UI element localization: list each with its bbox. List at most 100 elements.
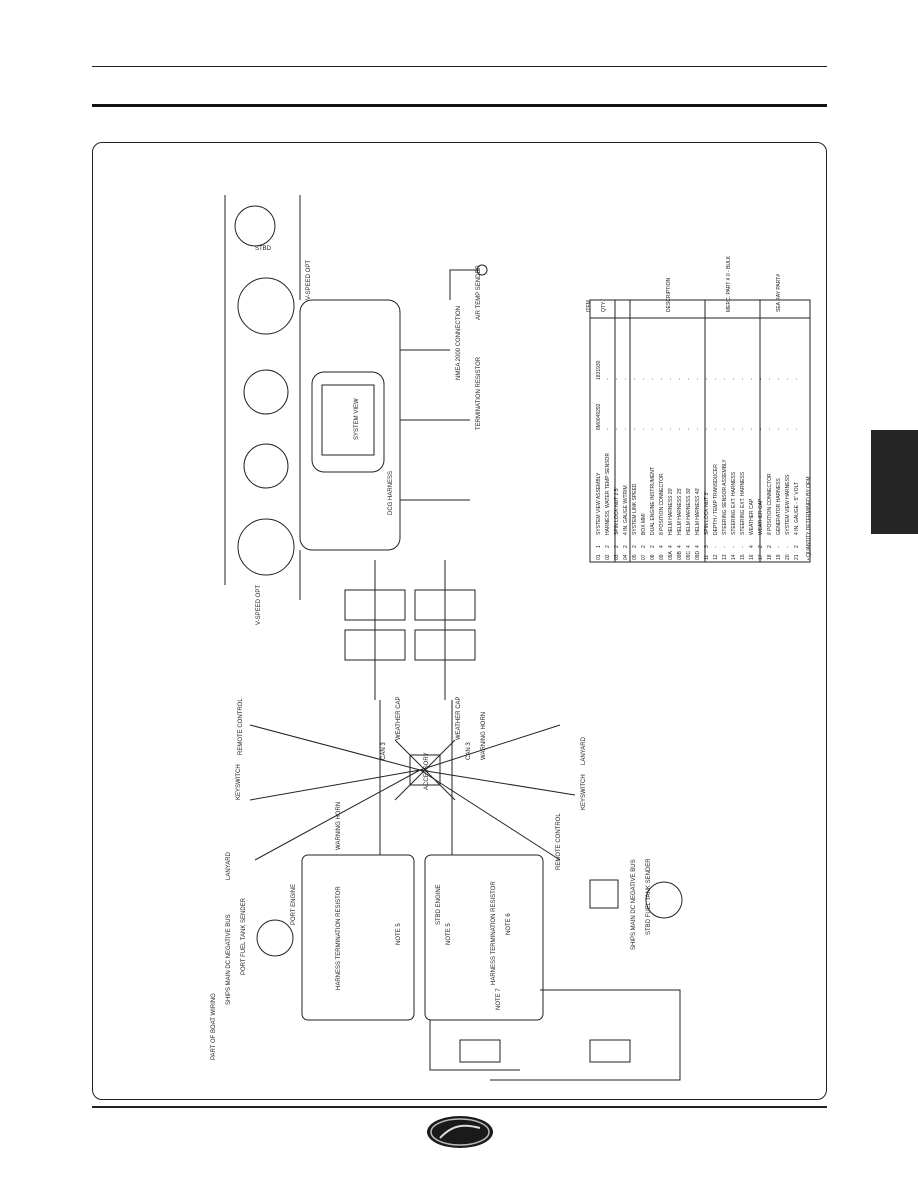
table-header: MERC. PART # 0 - BULK [726,255,732,312]
table-cell: 2 [641,545,647,548]
table-cell: 4 [659,545,665,548]
harness-term-label: HARNESS TERMINATION RESISTOR [336,886,342,990]
table-cell: SYSTEM LINK SPEED [632,483,638,535]
table-cell: - [677,428,683,430]
table-cell: 19 [776,554,782,560]
vspeed-b-label: V-SPEED OPT [256,585,262,625]
term-resistor-label: TERMINATION RESISTOR [476,356,482,430]
table-cell: - [641,378,647,380]
table-cell: - [695,378,701,380]
weather-cap-label: WEATHER CAP [396,696,402,740]
gauge-stbd [234,205,276,247]
warning-horn2-label: WARNING HORN [481,712,487,760]
table-header: DESCRIPTION [666,277,672,312]
table-cell: - [776,378,782,380]
table-cell: 11 [704,555,710,560]
stbd-fuel-label: STBD FUEL TANK SENDER [646,858,652,935]
table-cell: 09A [668,550,674,560]
table-cell: 14 [731,554,737,560]
table-cell: 09 [659,554,665,560]
part-of-boat-label: PART OF BOAT WIRING [211,993,217,1060]
keyswitch2-label: KEYSWITCH [581,774,587,810]
system-view-label: SYSTEM VIEW [354,398,360,440]
table-cell: - [785,378,791,380]
table-cell: - [722,428,728,430]
table-cell: SPIN LOCK NUT 2.5" [614,486,620,535]
note5a-label: NOTE 5 [396,923,402,945]
table-cell: DUAL ENGINE INSTRUMENT [650,467,656,535]
stbd-engine-box [424,854,544,1021]
table-cell: - [650,378,656,380]
weather-cap2-label: WEATHER CAP [456,696,462,740]
table-cell: 8 POSITION CONNECTOR [767,473,773,535]
table-header: QTY. [601,301,607,312]
accessory-label: ACCESSORY [424,752,430,790]
stbd-engine-label: STBD ENGINE [436,884,442,925]
remote-control-label: REMOTE CONTROL [238,698,244,755]
table-cell: 09B [677,550,683,560]
table-cell: 2 [614,545,620,548]
table-cell: 17 [758,554,764,560]
table-cell: 4 IN. GAUGE - 5" VOLT [794,482,800,535]
table-cell: 09D [695,550,701,560]
system-view-screen [321,384,375,456]
table-cell: 03 [614,554,620,560]
table-cell: STEERING SENSOR ASSEMBLY [722,459,728,535]
note5b-label: NOTE 5 [446,923,452,945]
table-cell: - [713,428,719,430]
table-cell: SYSTEM VIEW ASSEMBLY [596,472,602,535]
table-cell: - [695,428,701,430]
table-cell: - [713,546,719,548]
dcg-label: DCG HARNESS [388,471,394,515]
ships-main-stbd-label: SHIPS MAIN DC NEGATIVE BUS [631,859,637,950]
table-cell: HARNESS, WATER TEMP SENSOR [605,453,611,535]
table-cell: 4 [749,545,755,548]
table-cell: - [713,378,719,380]
table-cell: - [704,428,710,430]
gauge-tach-stbd [237,277,295,335]
table-cell: 3 [704,545,710,548]
table-cell: DEPTH / TEMP TRANSDUCER [713,464,719,535]
lanyard-label: LANYARD [226,851,232,880]
table-cell: - [767,428,773,430]
table-cell: 04 [623,554,629,560]
table-cell: 09C [686,550,692,560]
table-cell: 1831930 [596,360,602,380]
table-cell: BOX MMI [641,513,647,535]
table-cell: - [659,428,665,430]
table-cell: HELM HARNESS 30' [686,488,692,535]
table-cell: 07 [641,554,647,560]
system-view-display [311,371,385,473]
table-cell: 4 [686,545,692,548]
table-cell: - [785,428,791,430]
system-view-panel [299,299,401,551]
table-cell: 4 [677,545,683,548]
nmea-label: NMEA 2000 CONNECTION [456,306,462,380]
table-cell: - [767,378,773,380]
table-header: SEA RAY PART# [776,274,782,312]
table-cell: 02 [605,554,611,560]
table-cell: HELM HARNESS 25' [677,488,683,535]
table-cell: - [749,428,755,430]
table-cell: 2 [758,545,764,548]
table-cell: - [758,428,764,430]
table-cell: 4 [668,545,674,548]
gauge-small-stbd [243,369,289,415]
table-cell: - [677,378,683,380]
brand-logo [427,1116,493,1148]
table-cell: - [704,378,710,380]
table-cell: - [731,378,737,380]
table-cell: 2 [605,545,611,548]
table-cell: - [659,378,665,380]
diagram-frame [92,142,827,1100]
table-cell: 13 [722,554,728,560]
warning-horn-label: WARNING HORN [336,802,342,850]
stbd-label: STBD [255,246,272,252]
table-cell: 8 POSITION CONNECTOR [659,473,665,535]
table-cell: 15 [740,554,746,560]
note7-label: NOTE 7 [496,988,502,1010]
lanyard2-label: LANYARD [581,736,587,765]
table-cell: - [740,428,746,430]
table-cell: SYSTEM VIEW HARNESS [785,474,791,535]
